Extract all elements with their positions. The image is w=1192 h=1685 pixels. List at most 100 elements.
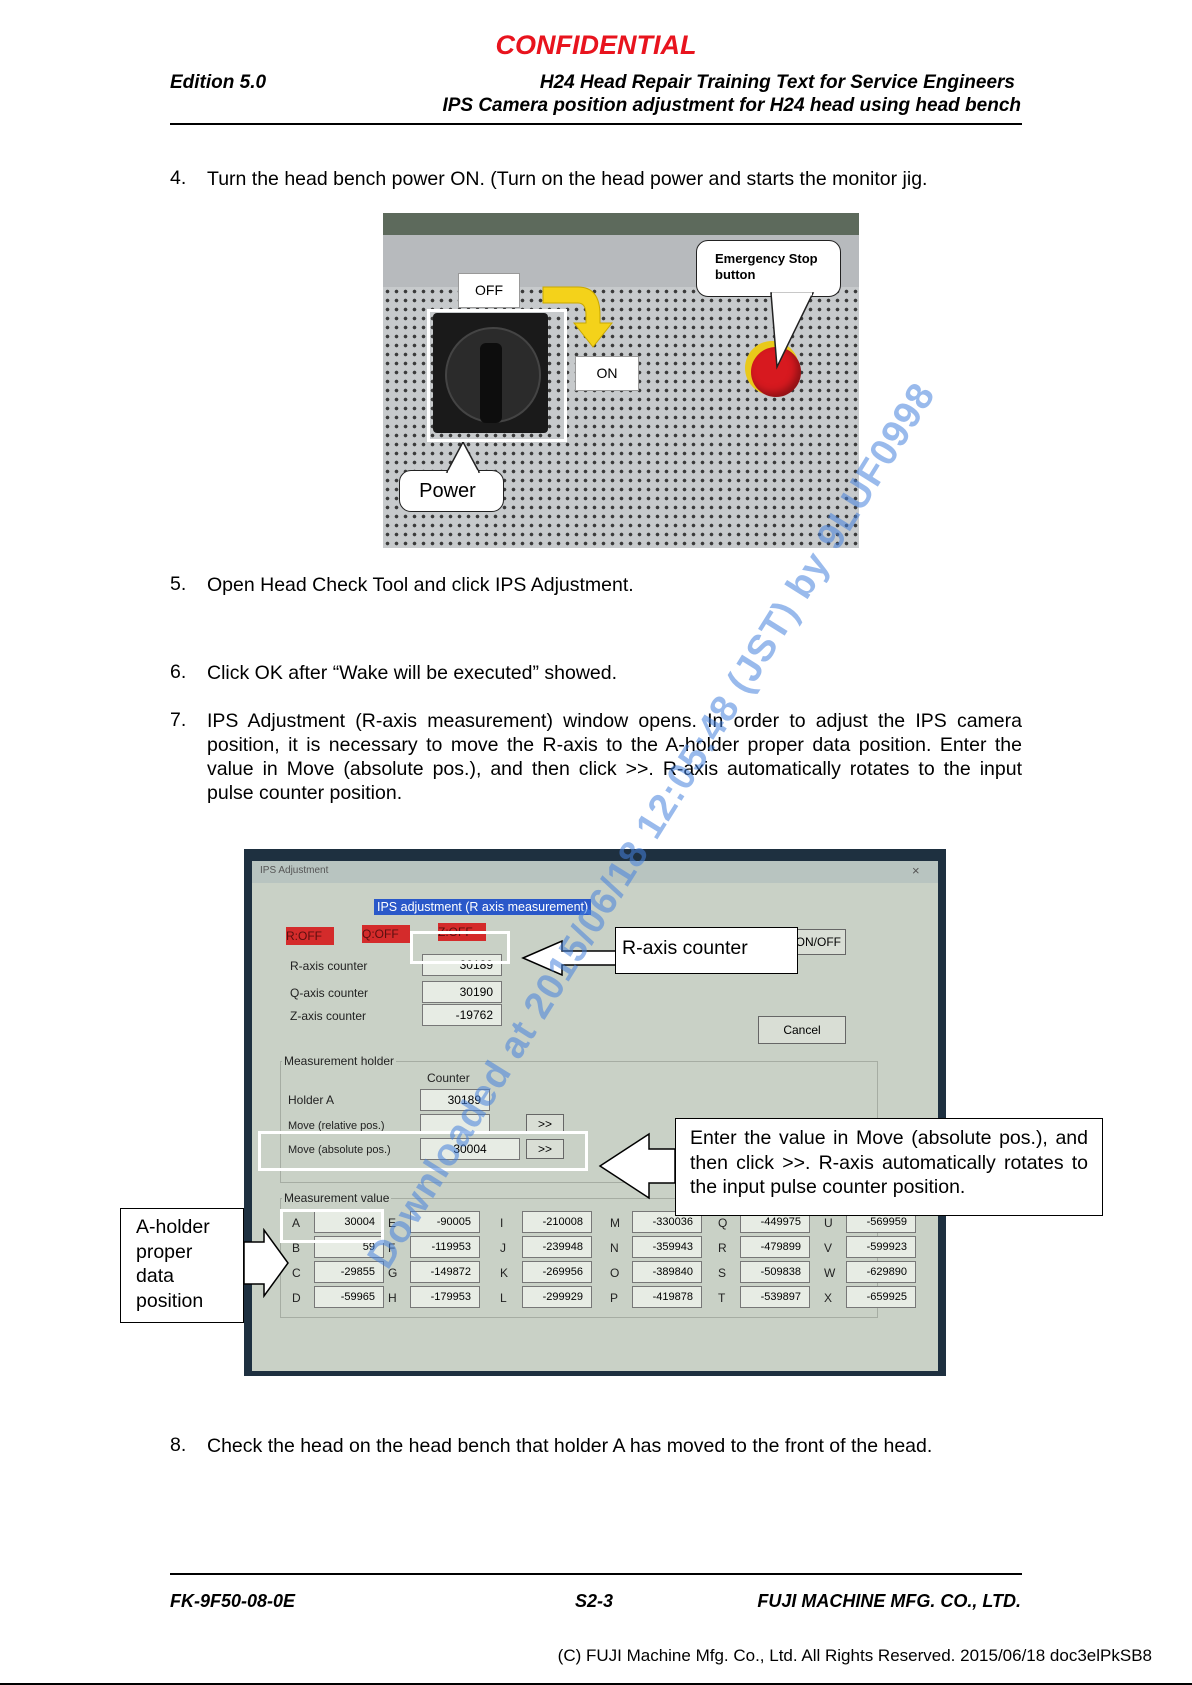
holder-group-label: Measurement holder — [282, 1054, 397, 1068]
move-relative-go-button[interactable]: >> — [526, 1114, 564, 1134]
move-absolute-go-button[interactable]: >> — [526, 1139, 564, 1159]
r-axis-highlight-box — [410, 931, 510, 964]
measurement-key: C — [292, 1266, 301, 1280]
measurement-key: B — [292, 1241, 301, 1255]
measurement-key: R — [718, 1241, 727, 1255]
move-relative-label: Move (relative pos.) — [288, 1120, 385, 1132]
rotary-switch — [433, 313, 548, 433]
measurement-value: -149872 — [410, 1261, 480, 1283]
measurement-key: V — [824, 1241, 833, 1255]
step-text: Check the head on the head bench that ho… — [207, 1435, 933, 1457]
measurement-key: P — [610, 1291, 619, 1305]
r-axis-counter-note: R-axis counter — [615, 927, 798, 974]
step-text: Open Head Check Tool and click IPS Adjus… — [207, 574, 634, 596]
measurement-key: E — [388, 1216, 397, 1230]
power-pointer — [445, 442, 481, 474]
measurement-key: N — [610, 1241, 619, 1255]
measurement-key: T — [718, 1291, 726, 1305]
off-label: OFF — [458, 273, 520, 308]
page-number: S2-3 — [575, 1591, 614, 1611]
measurement-value: -599923 — [846, 1236, 916, 1258]
measurement-value: -509838 — [740, 1261, 810, 1283]
a-holder-note: A-holder proper data position — [120, 1208, 244, 1323]
move-absolute-arrow-icon — [598, 1132, 676, 1200]
r-axis-counter-value: 30189 — [422, 954, 502, 976]
measurement-key: W — [824, 1266, 836, 1280]
measurement-value: -269956 — [522, 1261, 592, 1283]
enter-value-note: Enter the value in Move (absolute pos.),… — [675, 1118, 1103, 1216]
measurement-key: J — [500, 1241, 506, 1255]
measurement-value: -119953 — [410, 1236, 480, 1258]
r-axis-counter-label: R-axis counter — [290, 959, 368, 973]
measurement-value: -479899 — [740, 1236, 810, 1258]
step-number: 7. — [170, 709, 187, 731]
measurement-value: -90005 — [410, 1211, 480, 1233]
cancel-button[interactable]: Cancel — [758, 1016, 846, 1044]
footer-rule — [170, 1573, 1022, 1575]
confidential-banner: CONFIDENTIAL — [495, 30, 697, 60]
measurement-key: K — [500, 1266, 509, 1280]
measurement-value: -239948 — [522, 1236, 592, 1258]
close-icon[interactable]: × — [912, 863, 920, 878]
move-absolute-label: Move (absolute pos.) — [288, 1144, 391, 1156]
measurement-key: Q — [718, 1216, 728, 1230]
measurement-value: -569959 — [846, 1211, 916, 1233]
power-highlight-box — [427, 309, 567, 442]
q-status: Q:OFF — [362, 925, 410, 943]
measurement-key: S — [718, 1266, 727, 1280]
measurement-value: -419878 — [632, 1286, 702, 1308]
move-absolute-highlight-box — [258, 1131, 588, 1171]
dialog-title: IPS adjustment (R axis measurement) — [374, 899, 592, 915]
measurement-key: X — [824, 1291, 833, 1305]
measurement-value: -210008 — [522, 1211, 592, 1233]
measurement-value: -29855 — [314, 1261, 384, 1283]
r-status: R:OFF — [286, 927, 334, 945]
power-callout: Power — [399, 470, 504, 512]
measurement-value: -179953 — [410, 1286, 480, 1308]
doc-number: FK-9F50-08-0E — [170, 1591, 296, 1611]
ips-adjustment-screenshot: IPS Adjustment × IPS adjustment (R axis … — [244, 849, 946, 1376]
measurement-value: -659925 — [846, 1286, 916, 1308]
step-number: 6. — [170, 661, 187, 683]
z-axis-counter-label: Z-axis counter — [290, 1009, 367, 1023]
doc-title-line1: H24 Head Repair Training Text for Servic… — [539, 72, 1015, 93]
measurement-key: F — [388, 1241, 396, 1255]
step-text: Click OK after “Wake will be executed” s… — [207, 662, 618, 684]
measurement-key: M — [610, 1216, 620, 1230]
step-number: 8. — [170, 1434, 187, 1456]
holder-a-highlight-box — [280, 1209, 384, 1243]
edition-label: Edition 5.0 — [170, 72, 267, 93]
on-label: ON — [575, 356, 639, 391]
measurement-value: -330036 — [632, 1211, 702, 1233]
step-number: 4. — [170, 167, 187, 189]
z-axis-counter-value: -19762 — [422, 1004, 502, 1026]
measurement-key: H — [388, 1291, 397, 1305]
header-rule — [170, 123, 1022, 125]
a-holder-arrow-icon — [243, 1228, 289, 1298]
measurement-value: -59965 — [314, 1286, 384, 1308]
measurement-key: U — [824, 1216, 833, 1230]
measurement-key: D — [292, 1291, 301, 1305]
measurement-value: -539897 — [740, 1286, 810, 1308]
window-titlebar: IPS Adjustment × — [252, 861, 938, 883]
estop-pointer — [770, 292, 815, 370]
holder-a-value: 30189 — [420, 1089, 490, 1111]
move-absolute-input[interactable]: 30004 — [420, 1138, 520, 1160]
measurement-value: -629890 — [846, 1261, 916, 1283]
step-number: 5. — [170, 573, 187, 595]
step-text: IPS Adjustment (R-axis measurement) wind… — [207, 710, 1022, 804]
ips-window: IPS Adjustment × IPS adjustment (R axis … — [252, 861, 938, 1371]
estop-callout: Emergency Stop button — [696, 240, 841, 297]
measurement-value: -359943 — [632, 1236, 702, 1258]
doc-title-line2: IPS Camera position adjustment for H24 h… — [442, 95, 1021, 116]
measurement-key: A — [292, 1216, 301, 1230]
rotate-arrow-icon — [542, 286, 614, 348]
counter-header: Counter — [427, 1071, 470, 1085]
measurement-key: I — [500, 1216, 504, 1230]
measurement-value: -389840 — [632, 1261, 702, 1283]
step-text: Turn the head bench power ON. (Turn on t… — [207, 168, 928, 190]
window-title: IPS Adjustment — [260, 865, 329, 876]
copyright-line: (C) FUJI Machine Mfg. Co., Ltd. All Righ… — [557, 1646, 1152, 1665]
measurement-group-label: Measurement value — [282, 1191, 392, 1205]
